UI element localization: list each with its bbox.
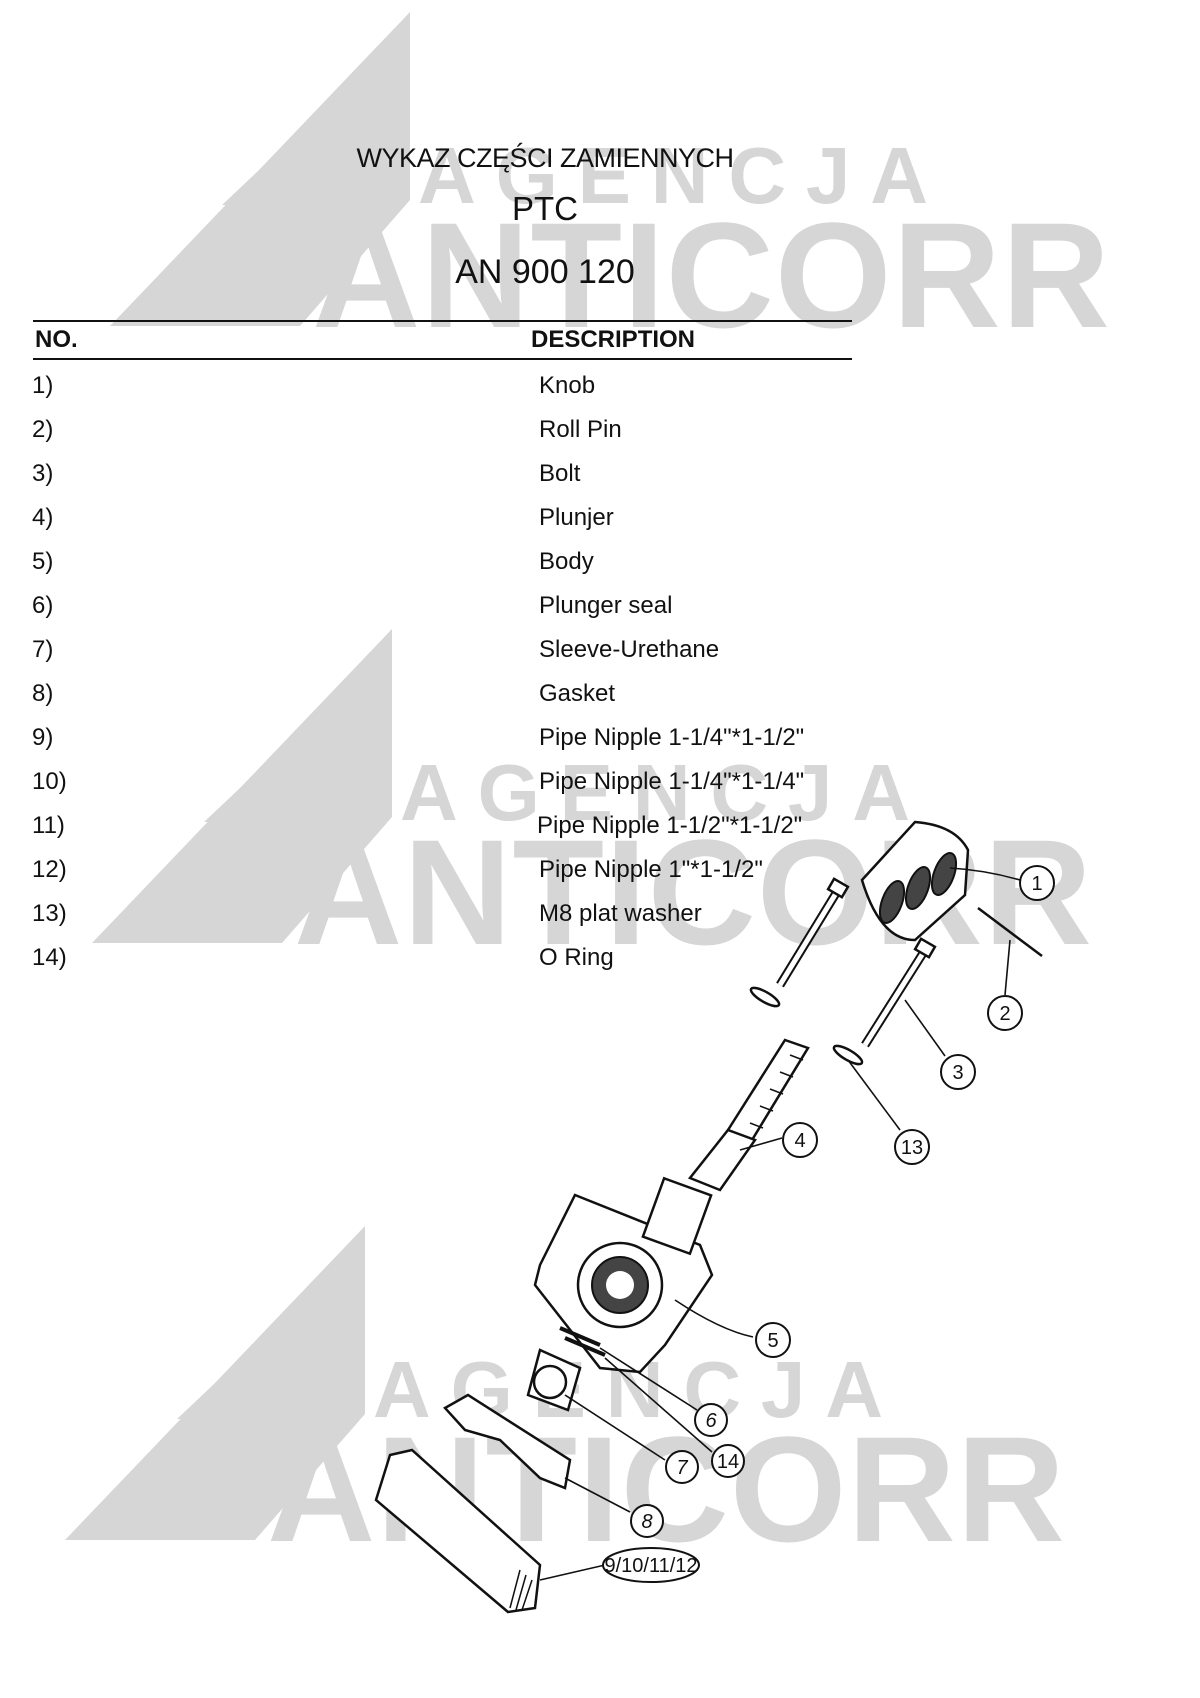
part-description: Roll Pin	[539, 416, 622, 443]
part-number: 14)	[32, 944, 67, 971]
table-row: 9) Pipe Nipple 1-1/4"*1-1/2"	[0, 724, 900, 764]
part-number: 3)	[32, 460, 54, 487]
bolt-drawing	[749, 877, 937, 1066]
part-description: Pipe Nipple 1"*1-1/2"	[539, 856, 763, 883]
callout-13: 13	[894, 1129, 930, 1165]
callout-1: 1	[1019, 865, 1055, 901]
document-subtitle: WYKAZ CZĘŚCI ZAMIENNYCH	[356, 143, 734, 173]
part-description: Body	[539, 548, 594, 575]
part-description: Pipe Nipple 1-1/2"*1-1/2"	[537, 812, 803, 839]
part-number: 13)	[32, 900, 67, 927]
callout-2: 2	[987, 995, 1023, 1031]
part-description: Gasket	[539, 680, 616, 707]
callout-8: 8	[630, 1504, 664, 1538]
table-row: 14) O Ring	[0, 944, 900, 984]
svg-text:4: 4	[794, 1130, 805, 1152]
part-number: 6)	[32, 592, 54, 619]
part-number: 11)	[32, 812, 65, 839]
watermark-logo: AGENCJA ANTICORR	[92, 629, 1092, 976]
part-number: 1)	[32, 372, 54, 399]
gasket-drawing	[443, 1393, 572, 1490]
svg-text:2: 2	[999, 1003, 1010, 1025]
part-description: Pipe Nipple 1-1/4"*1-1/4"	[539, 768, 805, 795]
table-header-rule	[33, 358, 852, 360]
table-row: 12) Pipe Nipple 1"*1-1/2"	[0, 856, 900, 896]
svg-text:13: 13	[901, 1137, 923, 1159]
product-name: PTC	[512, 190, 578, 227]
body-drawing	[533, 1176, 714, 1374]
part-number: 7)	[32, 636, 54, 663]
part-description: Pipe Nipple 1-1/4"*1-1/2"	[539, 724, 805, 751]
sleeve-drawing	[526, 1348, 582, 1412]
part-description: Bolt	[539, 460, 581, 487]
svg-text:ANTICORR: ANTICORR	[312, 191, 1110, 359]
part-number: 12)	[32, 856, 67, 883]
part-number: 9)	[32, 724, 54, 751]
part-description: Knob	[539, 372, 596, 399]
callout-6: 6	[694, 1403, 728, 1437]
pipe-nipple-drawing	[374, 1448, 542, 1614]
table-row: 13) M8 plat washer	[0, 900, 900, 940]
table-row: 1) Knob	[0, 372, 900, 412]
column-header-no: NO.	[35, 326, 78, 353]
table-row: 6) Plunger seal	[0, 592, 900, 632]
table-row: 4) Plunjer	[0, 504, 900, 544]
plunger-drawing	[687, 1038, 810, 1192]
part-number: 10)	[32, 768, 67, 795]
part-number: 2)	[32, 416, 54, 443]
part-number: 4)	[32, 504, 54, 531]
callout-3: 3	[940, 1054, 976, 1090]
table-row: 2) Roll Pin	[0, 416, 900, 456]
svg-text:9/10/11/12: 9/10/11/12	[604, 1555, 697, 1577]
part-number: 5)	[32, 548, 54, 575]
callout-7: 7	[665, 1450, 699, 1484]
part-description: M8 plat washer	[539, 900, 702, 927]
table-row: 5) Body	[0, 548, 900, 588]
callout-5: 5	[755, 1322, 791, 1358]
callout-14: 14	[711, 1444, 745, 1478]
svg-text:8: 8	[641, 1511, 652, 1533]
svg-text:7: 7	[676, 1457, 688, 1479]
column-header-description: DESCRIPTION	[531, 326, 696, 353]
table-row: 3) Bolt	[0, 460, 900, 500]
svg-text:5: 5	[767, 1330, 778, 1352]
part-description: Plunjer	[539, 504, 614, 531]
svg-text:1: 1	[1031, 873, 1042, 895]
part-description: Plunger seal	[539, 592, 673, 619]
roll-pin-drawing	[977, 907, 1043, 957]
table-top-rule	[33, 320, 852, 322]
svg-text:AGENCJA: AGENCJA	[400, 748, 910, 837]
callout-9-10-11-12: 9/10/11/12	[602, 1547, 700, 1583]
part-description: Sleeve-Urethane	[539, 636, 720, 663]
table-row: 8) Gasket	[0, 680, 900, 720]
product-code: AN 900 120	[455, 253, 635, 291]
table-row: 10) Pipe Nipple 1-1/4"*1-1/4"	[0, 768, 900, 808]
table-row: 7) Sleeve-Urethane	[0, 636, 900, 676]
callout-4: 4	[782, 1122, 818, 1158]
part-description: O Ring	[539, 944, 614, 971]
svg-text:3: 3	[952, 1062, 963, 1084]
knob-drawing	[860, 820, 970, 942]
watermark-logo: AGENCJA ANTICORR	[65, 1226, 1065, 1573]
watermark-logo: AGENCJA ANTICORR	[110, 12, 1110, 359]
leader-lines	[539, 867, 1021, 1581]
svg-text:AGENCJA: AGENCJA	[418, 131, 928, 220]
seal-drawing	[559, 1326, 606, 1357]
svg-text:14: 14	[717, 1451, 739, 1473]
svg-text:6: 6	[705, 1410, 717, 1432]
table-row: 11) Pipe Nipple 1-1/2"*1-1/2"	[0, 812, 900, 852]
part-number: 8)	[32, 680, 54, 707]
